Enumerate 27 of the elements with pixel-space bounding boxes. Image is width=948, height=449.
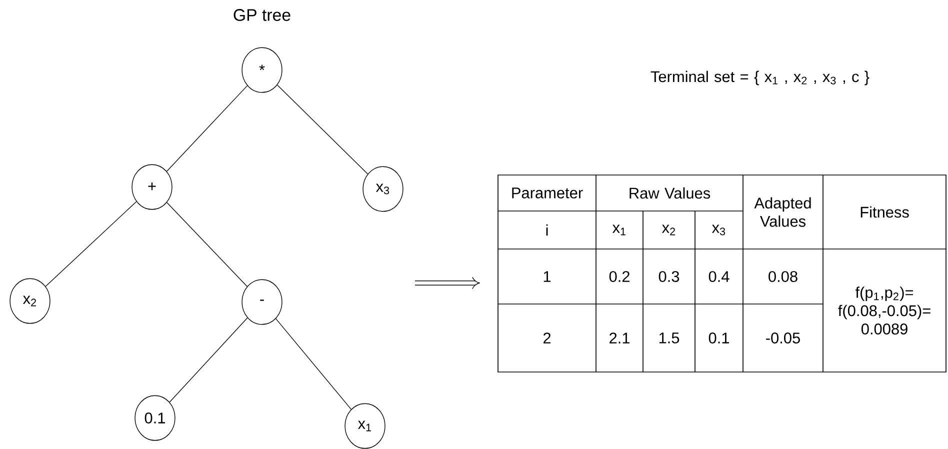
table-value: 0.3 (658, 271, 680, 282)
table-value: 0.2 (609, 271, 630, 282)
column-header: Raw Values (630, 187, 710, 199)
tree-edge (166, 85, 248, 172)
table-value: 0.08 (768, 271, 798, 282)
column-header: i (546, 224, 548, 236)
table-value: 0.4 (708, 271, 730, 282)
tree-edge (276, 318, 352, 410)
column-header: x$_{3}$ (712, 224, 726, 236)
table-value: 2.1 (610, 332, 630, 344)
tree-edge (169, 317, 248, 403)
column-header: Fitness (860, 206, 909, 218)
table-value: 2 (543, 332, 551, 344)
table-value: 1 (544, 271, 551, 282)
fitness-formula: f(p$_{1}$,p$_{2}$)= f(0.08,-0.05)= 0.0089 (838, 286, 930, 334)
tree-edge (276, 84, 368, 174)
column-header: Adapted Values (754, 197, 811, 227)
tree-edge (166, 202, 248, 287)
table-value: -0.05 (766, 332, 800, 344)
column-header: x$_{1}$ (612, 224, 626, 236)
table-value: 1.5 (659, 332, 680, 344)
terminal-set-text: Terminal set = { x$_{1}$ , x$_{2}$ , x$_{3}$ , c } (650, 70, 870, 86)
tree-edge (45, 201, 137, 287)
column-header: Parameter (512, 188, 583, 198)
table-value: 0.1 (708, 332, 729, 344)
title: GP tree (234, 9, 290, 21)
column-header: x$_{2}$ (662, 224, 675, 236)
